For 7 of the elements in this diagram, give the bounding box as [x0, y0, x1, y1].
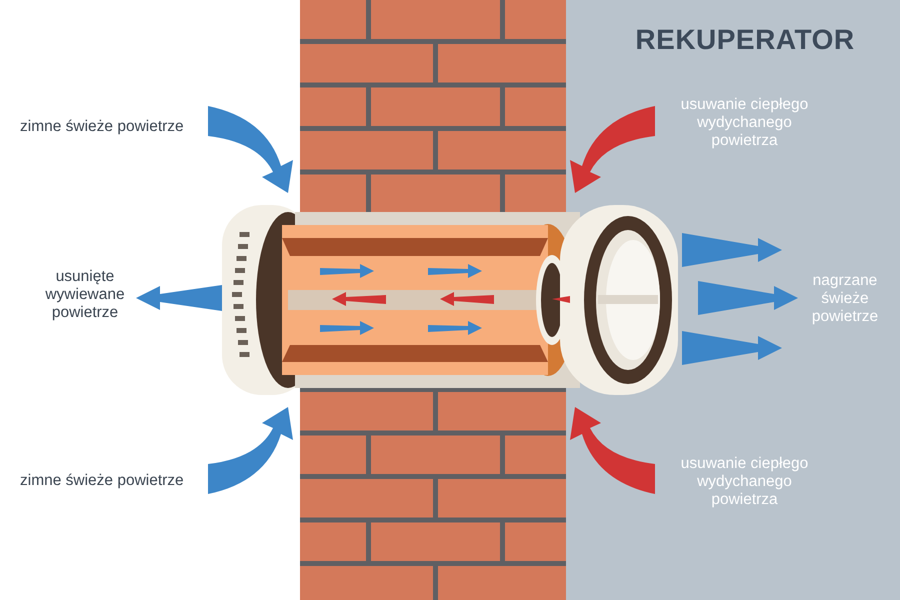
airflow-label: usuwanie ciepłego wydychanego powietrza	[680, 96, 810, 150]
airflow-label: usunięte wywiewane powietrze	[44, 268, 126, 322]
airflow-label: zimne świeże powietrze	[20, 118, 185, 136]
airflow-label: zimne świeże powietrze	[20, 472, 185, 490]
airflow-label: nagrzane świeże powietrze	[810, 272, 880, 326]
airflow-label: usuwanie ciepłego wydychanego powietrza	[680, 455, 810, 508]
title: REKUPERATOR	[634, 24, 856, 56]
